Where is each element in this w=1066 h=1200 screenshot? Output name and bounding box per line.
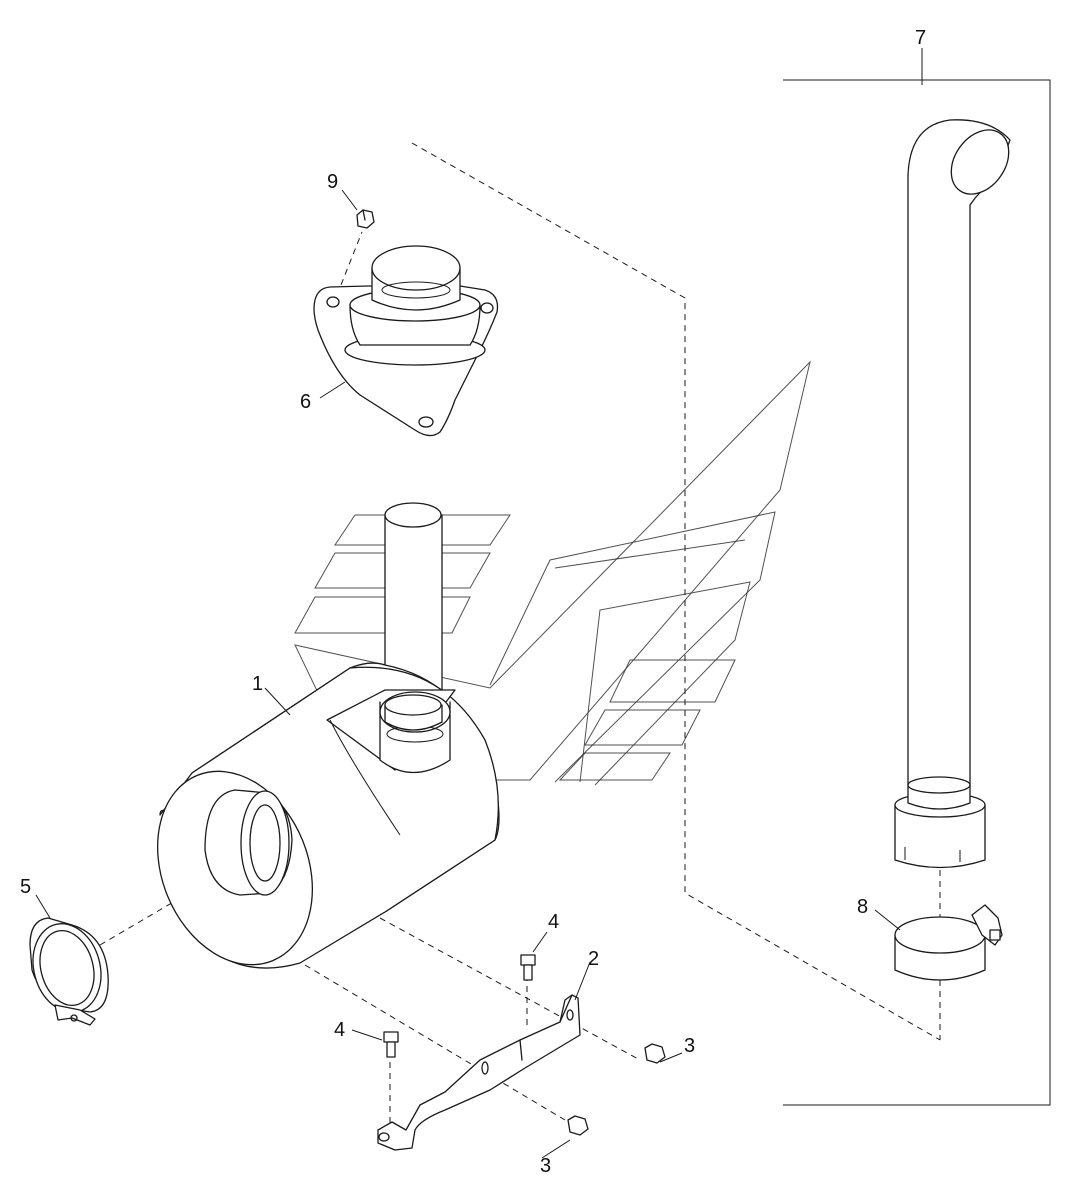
- callout-4-upper: 4: [548, 911, 559, 933]
- callout-3-lower: 3: [540, 1155, 551, 1177]
- callout-6: 6: [300, 391, 311, 413]
- callout-7: 7: [915, 27, 926, 49]
- assembly-lines: [99, 142, 941, 1135]
- stack-group-frame: [783, 79, 1051, 1106]
- callout-4-lower: 4: [334, 1019, 345, 1041]
- callout-8: 8: [857, 896, 868, 918]
- clamp-ring-icon: [29, 917, 109, 1026]
- exhaust-stack-icon: [894, 119, 1011, 869]
- callout-1: 1: [252, 673, 263, 695]
- callout-2: 2: [588, 948, 599, 970]
- callout-5: 5: [20, 876, 31, 898]
- callout-9: 9: [327, 171, 338, 193]
- callout-3-upper: 3: [684, 1035, 695, 1057]
- bolt-icon: [520, 954, 536, 981]
- bolt-icon: [567, 1115, 589, 1136]
- muffler-part-icon: [156, 502, 500, 969]
- leader-lines: [35, 48, 923, 1159]
- bracket-part-icon: [377, 994, 581, 1151]
- hose-clamp-icon: [894, 904, 1003, 981]
- bolt-icon: [644, 1043, 666, 1064]
- flange-adapter-icon: [313, 245, 499, 437]
- bolt-icon: [356, 209, 375, 229]
- bolt-icon: [383, 1031, 399, 1058]
- callout-labels: 1 2 3 3 4 4 5 6 7 8 9: [20, 27, 926, 1177]
